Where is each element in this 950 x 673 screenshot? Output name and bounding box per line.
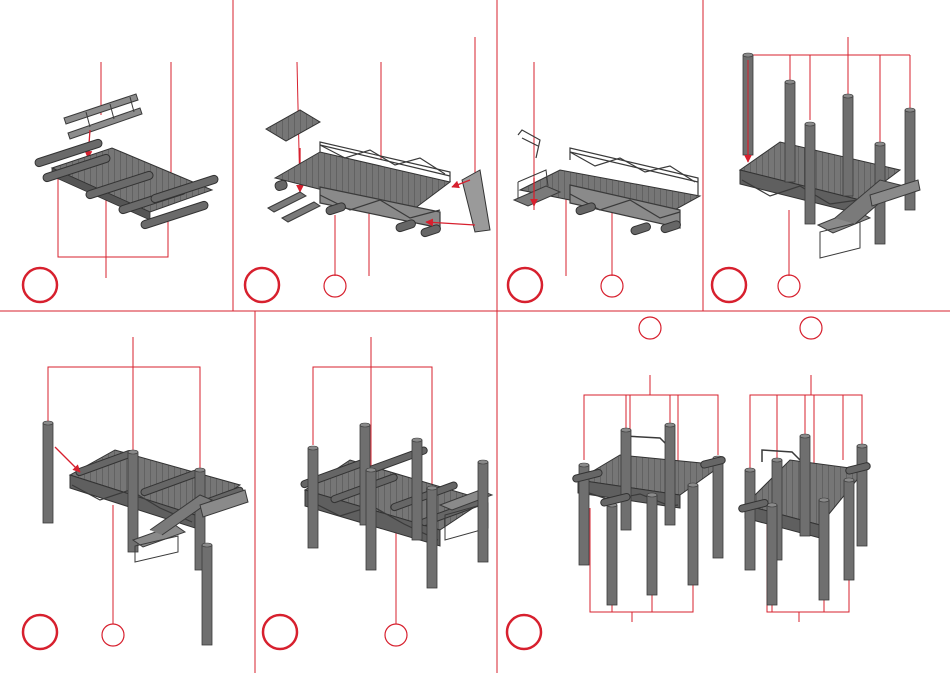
leader-line: [534, 62, 612, 276]
sub-step-circle-icon: [601, 275, 623, 297]
step-2-panel: [245, 37, 490, 302]
step-5-panel: [23, 337, 248, 649]
cross-beam: [34, 138, 219, 229]
step-number-circle-icon: [245, 268, 279, 302]
step-6-panel: [263, 337, 492, 649]
step-1-panel: [23, 62, 219, 302]
step-number-circle-icon: [507, 615, 541, 649]
step-number-circle-icon: [712, 268, 746, 302]
end-panel: [462, 170, 490, 232]
sub-step-circle-icon: [324, 275, 346, 297]
step-3-panel: [508, 62, 700, 302]
railing-corner: [518, 130, 540, 158]
sub-step-circle-icon: [385, 624, 407, 646]
variant-b: [738, 434, 871, 605]
step-number-circle-icon: [23, 268, 57, 302]
sub-step-circle-icon: [639, 317, 661, 339]
ladder-frame: [64, 94, 142, 139]
step-number-circle-icon: [263, 615, 297, 649]
step-number-circle-icon: [23, 615, 57, 649]
deck-plate: [266, 110, 320, 141]
sub-step-circle-icon: [102, 624, 124, 646]
step-7-panel: [507, 317, 871, 649]
variant-a: [572, 423, 726, 605]
pile: [43, 421, 53, 523]
pile: [743, 53, 915, 244]
step-number-circle-icon: [508, 268, 542, 302]
red-arrow-icon: [55, 447, 80, 472]
sub-step-circle-icon: [800, 317, 822, 339]
sub-step-circle-icon: [778, 275, 800, 297]
step-4-panel: [712, 37, 920, 302]
